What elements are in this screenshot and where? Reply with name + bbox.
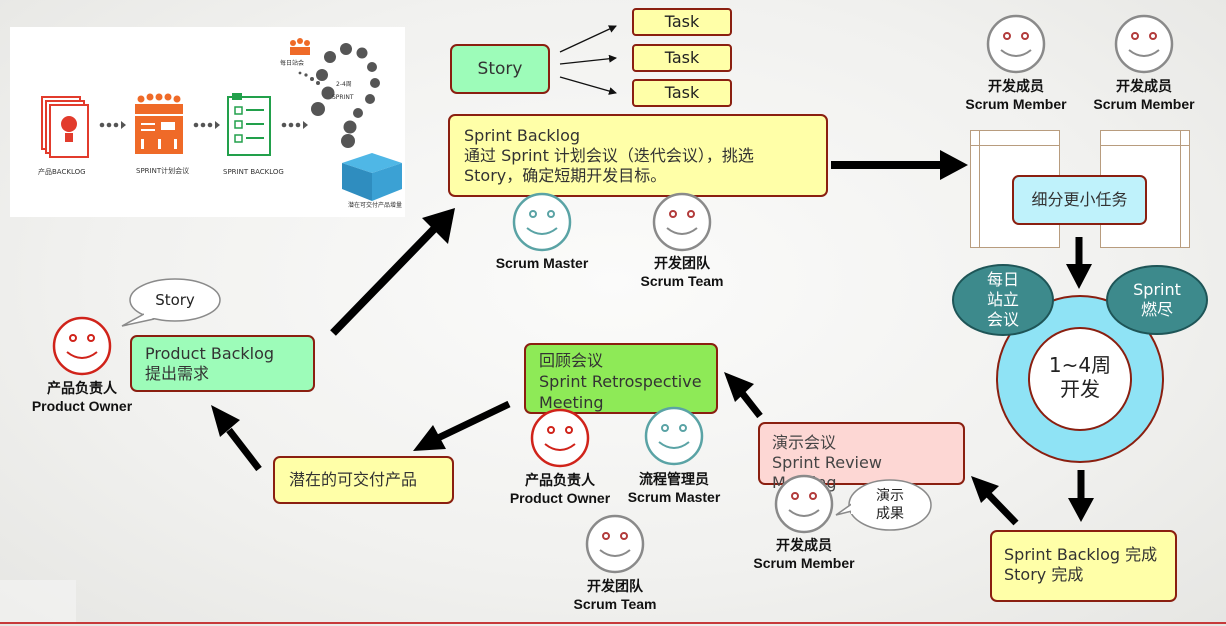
member1-face bbox=[986, 14, 1046, 74]
corner-tile bbox=[0, 580, 76, 622]
subtask-box: 细分更小任务 bbox=[1012, 175, 1147, 225]
story-box: Story bbox=[450, 44, 550, 94]
svg-text:产品BACKLOG: 产品BACKLOG bbox=[38, 167, 86, 176]
svg-text:SPRINT计划会议: SPRINT计划会议 bbox=[136, 166, 189, 175]
sprint-backlog-box: Sprint Backlog 通过 Sprint 计划会议（迭代会议），挑选 S… bbox=[448, 114, 828, 197]
product-backlog-icon bbox=[41, 96, 89, 158]
dev-team-top-face bbox=[652, 192, 712, 252]
svg-text:SPRINT: SPRINT bbox=[332, 94, 354, 101]
cycle-inner: 1~4周 开发 bbox=[1028, 327, 1132, 431]
task-box-2: Task bbox=[632, 44, 732, 72]
team-bottom-label: 开发团队 Scrum Team bbox=[573, 578, 657, 612]
sm-mid-face bbox=[644, 406, 704, 466]
product-box: 潜在的可交付产品 bbox=[273, 456, 454, 504]
po-left-face bbox=[52, 316, 112, 376]
sprint-backlog-line1: 通过 Sprint 计划会议（迭代会议），挑选 bbox=[464, 146, 754, 165]
po-mid-label: 产品负责人 Product Owner bbox=[509, 472, 611, 506]
dev-team-top-label: 开发团队 Scrum Team bbox=[640, 255, 724, 289]
daily-meeting-icon bbox=[290, 38, 310, 55]
svg-text:2-4周: 2-4周 bbox=[336, 81, 352, 88]
cycle-ring: 1~4周 开发 bbox=[996, 295, 1164, 463]
task-box-3: Task bbox=[632, 79, 732, 107]
demo-bubble bbox=[835, 479, 932, 531]
sprint-backlog-title: Sprint Backlog bbox=[464, 126, 581, 145]
member-bottom-label: 开发成员 Scrum Member bbox=[753, 537, 855, 571]
burndown-ellipse: Sprint 燃尽 bbox=[1106, 265, 1208, 335]
done-box: Sprint Backlog 完成 Story 完成 bbox=[990, 530, 1177, 602]
member2-label: 开发成员 Scrum Member bbox=[1093, 78, 1195, 112]
member1-label: 开发成员 Scrum Member bbox=[965, 78, 1067, 112]
member2-face bbox=[1114, 14, 1174, 74]
sprint-backlog-line2: Story，确定短期开发目标。 bbox=[464, 166, 667, 185]
svg-text:SPRINT BACKLOG: SPRINT BACKLOG bbox=[223, 168, 284, 176]
story-bubble-text: Story bbox=[155, 291, 195, 309]
increment-box-icon bbox=[342, 153, 402, 201]
scrum-master-top-label: Scrum Master bbox=[495, 255, 589, 271]
scrum-overview-graphic: 产品BACKLOG SPRINT计划会议 bbox=[38, 38, 402, 209]
demo-bubble-text: 演示 成果 bbox=[876, 488, 904, 522]
team-bottom-face bbox=[585, 514, 645, 574]
svg-text:潜在可交付产品增量: 潜在可交付产品增量 bbox=[348, 201, 402, 209]
po-mid-face bbox=[530, 408, 590, 468]
bottom-rule bbox=[0, 622, 1226, 624]
svg-text:每日站会: 每日站会 bbox=[280, 59, 304, 67]
task-box-1: Task bbox=[632, 8, 732, 36]
scrum-master-top-face bbox=[512, 192, 572, 252]
story-bubble bbox=[121, 278, 221, 327]
scrum-overview-image: 产品BACKLOG SPRINT计划会议 bbox=[10, 27, 405, 217]
sm-mid-label: 流程管理员 Scrum Master bbox=[627, 471, 721, 505]
retro-box: 回顾会议 Sprint Retrospective Meeting bbox=[524, 343, 718, 414]
sprint-meeting-icon bbox=[135, 93, 183, 154]
po-left-label: 产品负责人 Product Owner bbox=[31, 380, 133, 414]
daily-standup-ellipse: 每日 站立 会议 bbox=[952, 264, 1054, 336]
product-backlog-box: Product Backlog 提出需求 bbox=[130, 335, 315, 392]
member-bottom-face bbox=[774, 474, 834, 534]
sprint-backlog-icon bbox=[227, 93, 271, 156]
